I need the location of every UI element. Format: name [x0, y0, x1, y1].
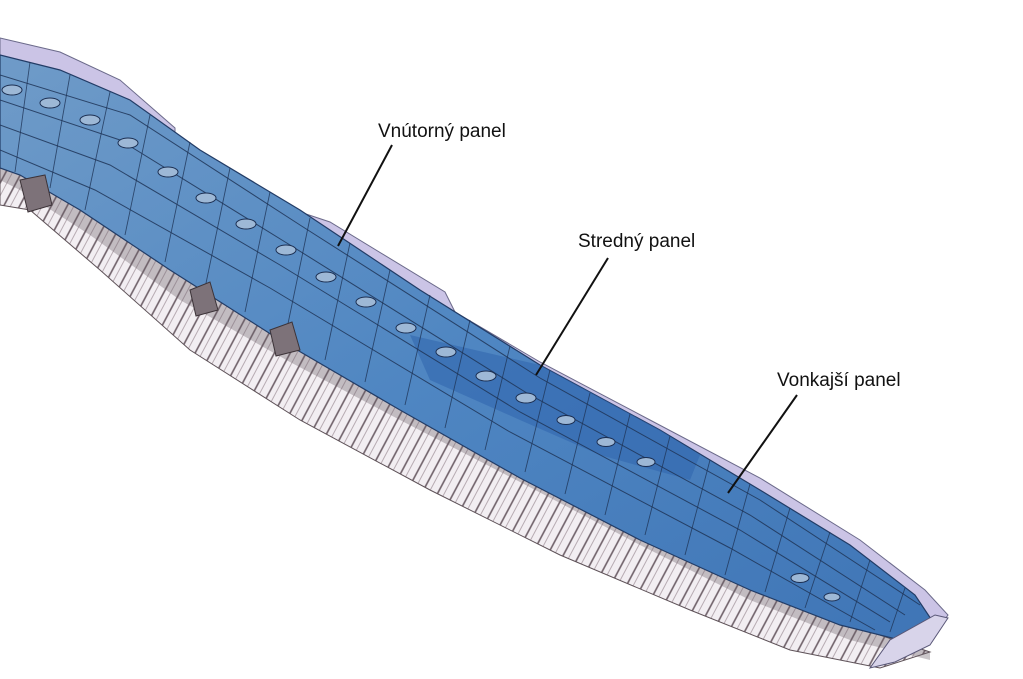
skin-ribs [14, 61, 906, 633]
access-holes [1, 84, 841, 602]
callout-lines [337, 144, 798, 494]
label-middle-panel: Stredný panel [578, 231, 696, 252]
leader-line-middle [535, 257, 609, 376]
leader-line-outer [727, 394, 798, 494]
label-outer-panel: Vonkajší panel [777, 370, 901, 391]
stringers [0, 74, 921, 631]
leader-line-inner [337, 144, 393, 247]
label-inner-panel: Vnútorný panel [378, 121, 506, 142]
wing-tip [868, 614, 949, 669]
inboard-brackets [19, 174, 301, 357]
